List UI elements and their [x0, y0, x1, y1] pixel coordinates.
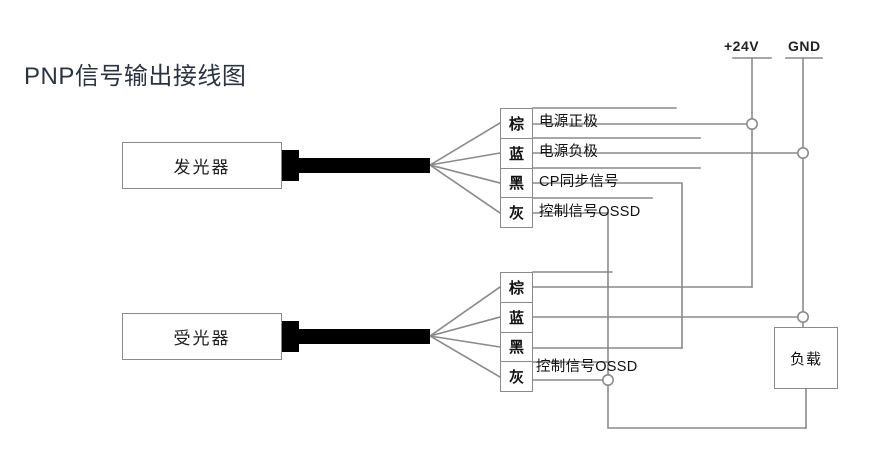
receiver-fanout: [428, 285, 502, 379]
load-box: 负载: [774, 327, 838, 389]
terminal-cell-gray: 灰: [508, 205, 524, 223]
device-emitter-label: 发光器: [173, 158, 231, 177]
terminal-cell-brown: 棕: [501, 109, 532, 139]
junction-blue-gnd: [796, 147, 809, 160]
terminal-cell-blue: 蓝: [501, 303, 532, 333]
terminal-cell-gray: 灰: [508, 369, 524, 387]
wire-label-power-negative: 电源负极: [539, 144, 599, 160]
wire-bottom-ossd: [532, 379, 807, 429]
emitter-fanout: [428, 121, 502, 215]
junction-brown-24v: [745, 118, 758, 131]
top-label-rules: [532, 107, 701, 199]
wire-label-ossd-top: 控制信号OSSD: [539, 204, 641, 220]
device-emitter: 发光器: [122, 142, 282, 189]
rail-label-positive: +24V: [724, 38, 760, 54]
terminal-cell-brown: 棕: [501, 273, 532, 303]
wire-label-ossd-bottom: 控制信号OSSD: [536, 359, 638, 375]
terminal-cell-black: 黑: [501, 333, 532, 363]
terminal-block-emitter: 棕 蓝 黑 灰: [500, 108, 533, 228]
wire-top-cp: [532, 182, 683, 349]
wire-label-cp-sync: CP同步信号: [539, 174, 619, 190]
wire-top-ossd: [532, 212, 609, 381]
page-title: PNP信号输出接线图: [24, 63, 247, 90]
bottom-label-rules: [532, 271, 613, 363]
junction-bottom-blue-gnd: [796, 310, 809, 323]
terminal-cell-black: 黑: [501, 169, 532, 199]
receiver-connector-block: [282, 321, 299, 352]
terminal-block-receiver: 棕 蓝 黑 灰: [500, 272, 533, 392]
junction-bottom-ossd: [601, 373, 614, 386]
emitter-connector-block: [282, 150, 299, 181]
terminal-cell-blue: 蓝: [501, 139, 532, 169]
device-receiver-label: 受光器: [173, 329, 231, 348]
rail-label-ground: GND: [788, 38, 821, 54]
wire-label-power-positive: 电源正极: [539, 114, 599, 130]
emitter-cable: [297, 158, 430, 173]
load-label: 负载: [789, 350, 822, 368]
device-receiver: 受光器: [122, 313, 282, 360]
receiver-cable: [297, 329, 430, 344]
